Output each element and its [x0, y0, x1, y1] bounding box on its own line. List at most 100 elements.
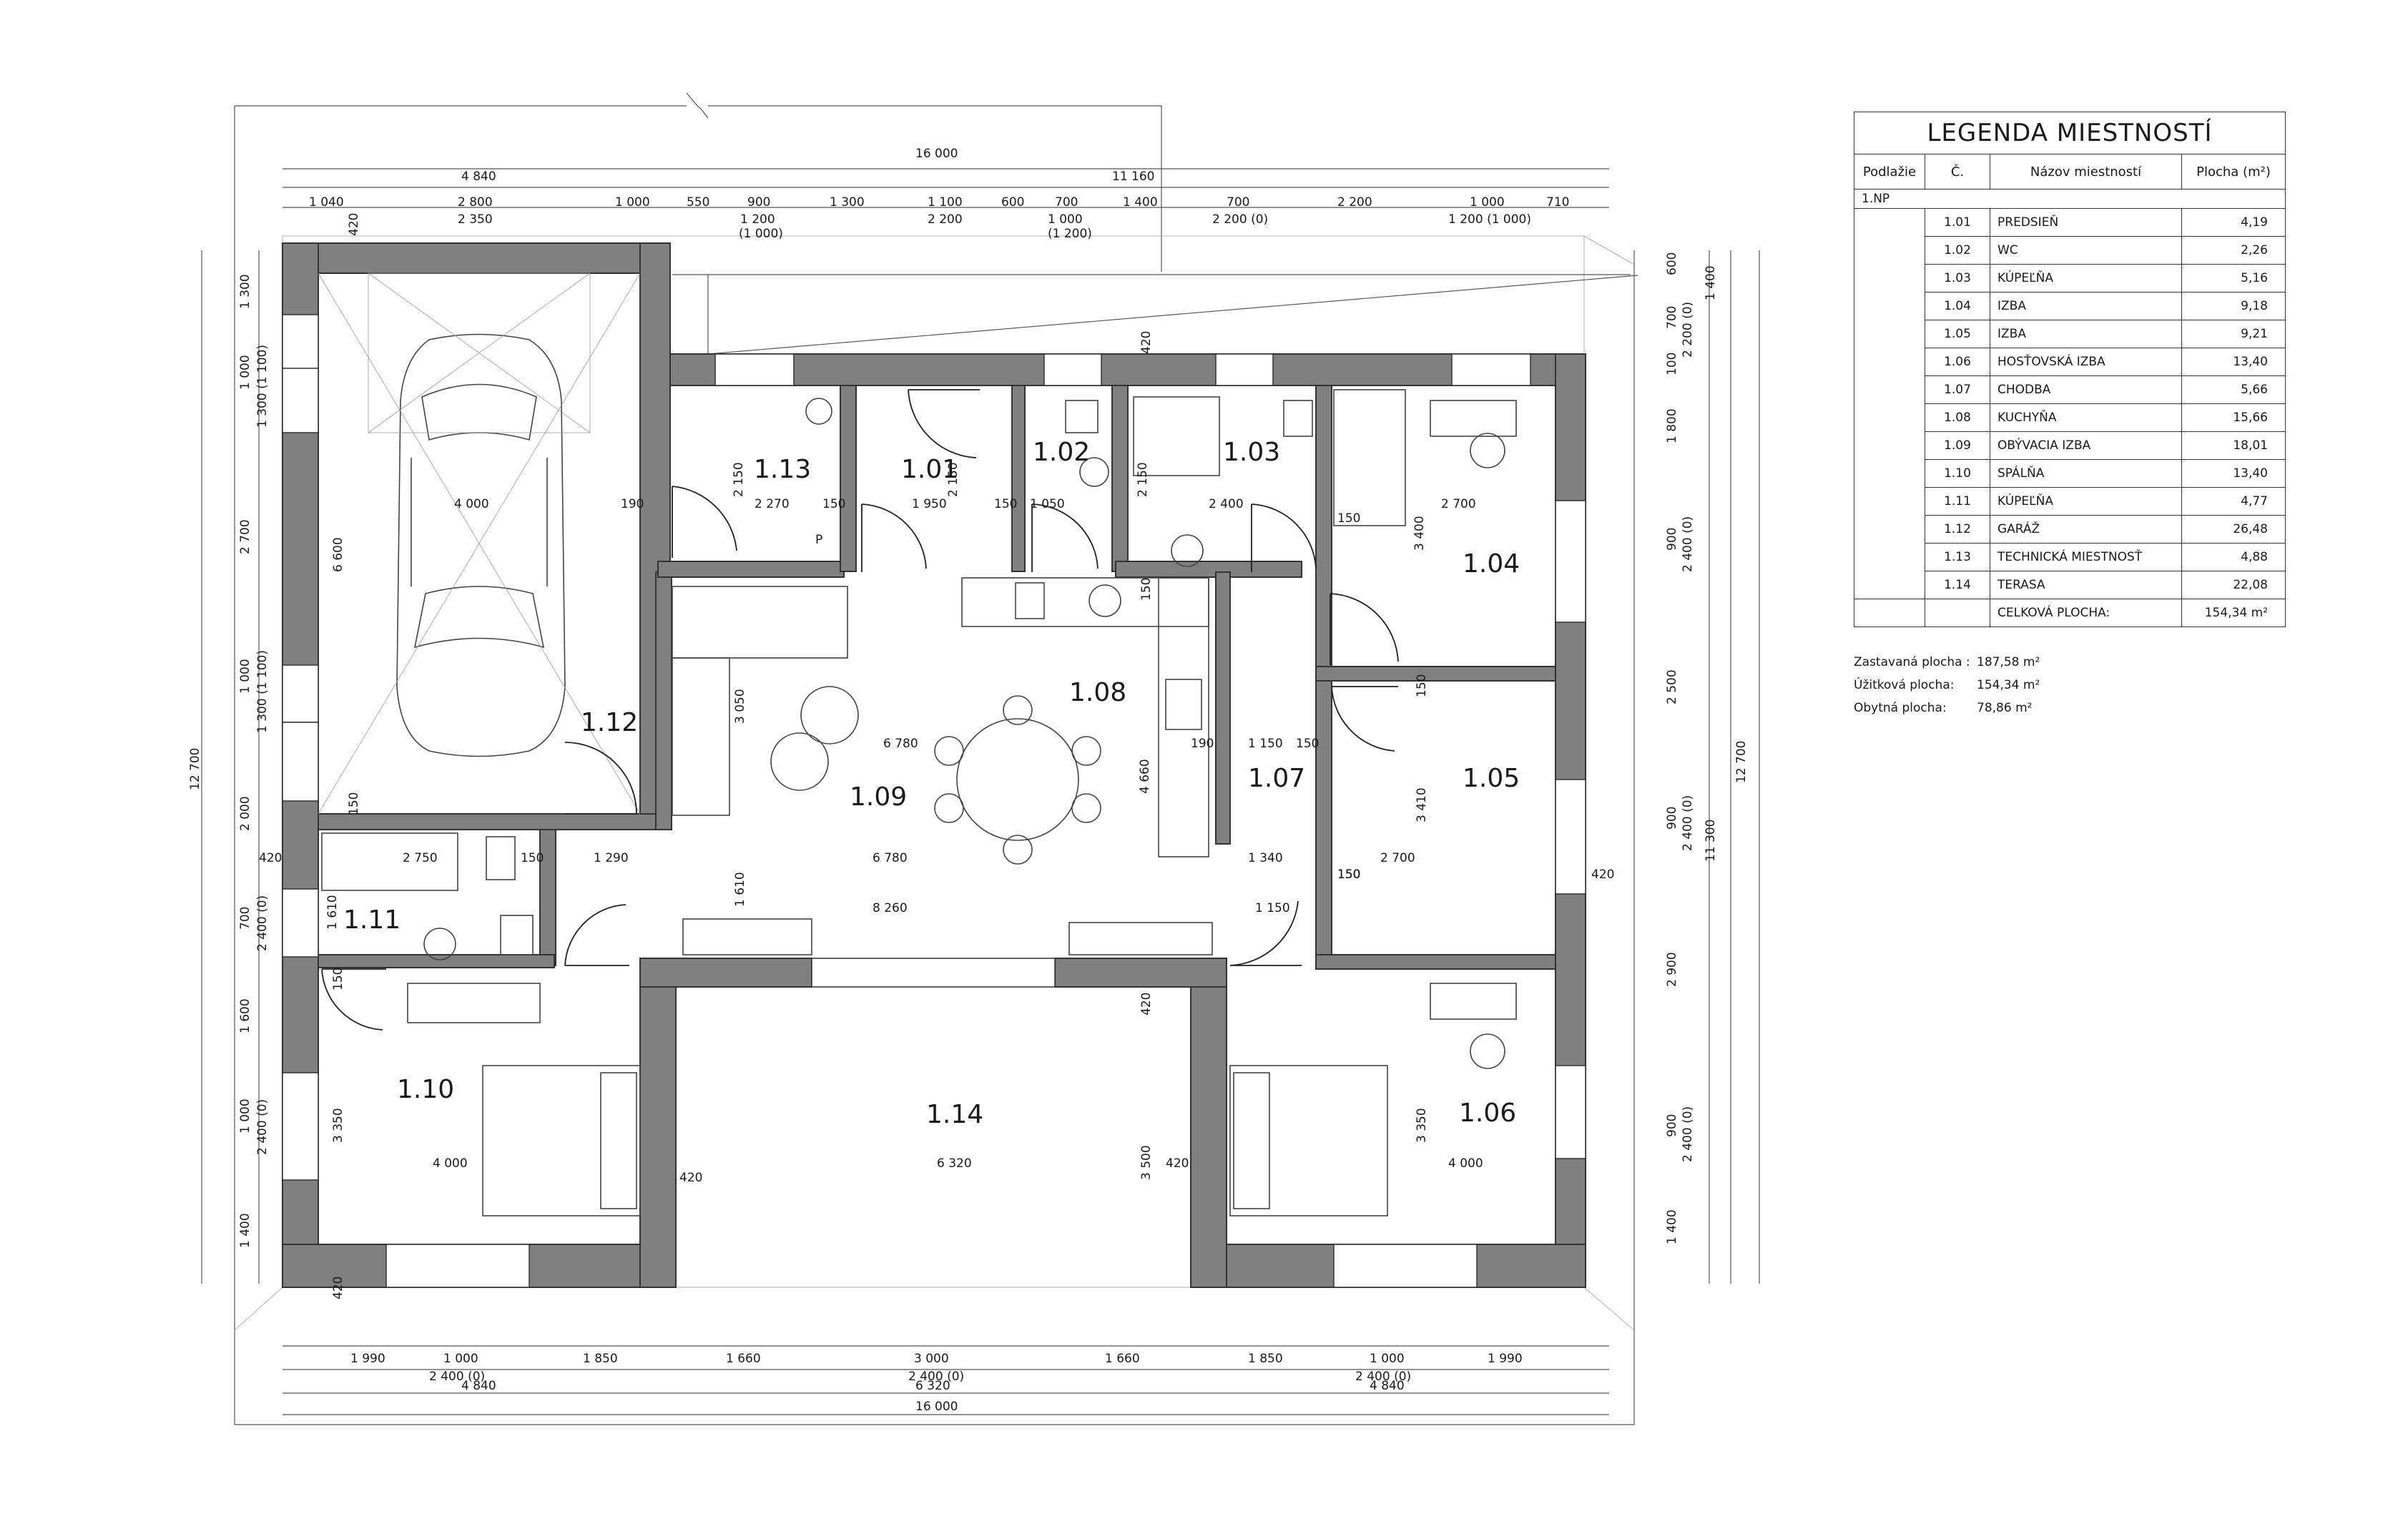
wall-chodba-left: [1215, 571, 1231, 845]
dim-label: 2 270: [755, 497, 790, 511]
legend-floor-cell: [1854, 543, 1925, 571]
car-icon: [396, 333, 566, 757]
stat-value: 187,58 m²: [1977, 655, 2040, 669]
legend-room-number: 1.04: [1925, 292, 1990, 320]
dim-label: 1 000: [443, 1352, 478, 1366]
dim-label: 2 200 (0): [1212, 212, 1268, 227]
legend-floor-cell: [1854, 571, 1925, 599]
dim-label: 710: [1546, 195, 1569, 210]
wall-tech-bottom: [657, 561, 845, 578]
legend-total-area: 154,34 m²: [2181, 599, 2286, 627]
dim-label: 150: [1337, 867, 1360, 882]
dim-label: 150: [994, 497, 1017, 511]
dim-label: 6 320: [937, 1156, 972, 1171]
stat-value: 78,86 m²: [1977, 701, 2033, 715]
legend-floor-cell: [1854, 487, 1925, 516]
legend-floor-cell: [1854, 320, 1925, 348]
dim-label: 2 400 (0): [1681, 795, 1695, 851]
area-stats: Zastavaná plocha : 187,58 m² Úžitková pl…: [1854, 651, 2040, 719]
legend-floor-cell: [1854, 264, 1925, 293]
stat-value: 154,34 m²: [1977, 678, 2040, 692]
stat-row: Úžitková plocha: 154,34 m²: [1854, 674, 2040, 697]
room-label: 1.10: [397, 1075, 454, 1104]
dim-label: 16 000: [915, 1400, 958, 1414]
stat-label: Zastavaná plocha :: [1854, 655, 1970, 669]
dim-label: 900: [1665, 528, 1679, 551]
legend-room-name: IZBA: [1990, 320, 2182, 348]
bottom-dimensions: 1 990 1 000 1 850 1 660 3 000 1 660 1 85…: [350, 1352, 1523, 1414]
dim-label: 420: [259, 851, 282, 865]
coffee-table-icon: [770, 686, 859, 791]
windows: [282, 314, 1586, 1288]
dim-label: 4 000: [454, 497, 489, 511]
legend-room-number: 1.13: [1925, 543, 1990, 571]
dim-label: 700: [1665, 306, 1679, 329]
dim-label: 1 850: [1248, 1352, 1283, 1366]
dim-label: 600: [1001, 195, 1024, 210]
dim-label: 4 000: [1448, 1156, 1483, 1171]
dim-label: 150: [1337, 867, 1360, 882]
dim-label: 3 050: [733, 689, 747, 724]
dim-label: 1 040: [309, 195, 344, 210]
dim-label: 2 400 (0): [429, 1370, 485, 1384]
dim-label: 1 660: [1105, 1352, 1140, 1366]
dim-label: 2 700: [238, 519, 252, 554]
dim-label: 1 850: [583, 1352, 618, 1366]
wall-wc-right: [1111, 385, 1129, 572]
dim-label: 150: [1337, 867, 1360, 882]
wall-bath-right: [539, 829, 556, 966]
legend-room-number: 1.05: [1925, 320, 1990, 348]
dim-label: (1 200): [1048, 227, 1092, 241]
left-dimensions: 1 300 1 000 1 300 (1 100) 2 700 1 000 1 …: [188, 274, 270, 1248]
stat-label: Úžitková plocha:: [1854, 678, 1955, 692]
legend-room-area: 4,19: [2181, 208, 2286, 237]
dim-label: 2 150: [1136, 462, 1150, 497]
room-label: 1.03: [1223, 438, 1280, 467]
dim-label: 11 300: [1704, 820, 1718, 862]
room-label: 1.13: [754, 455, 811, 484]
dim-label: 1 150: [1255, 901, 1290, 915]
legend-room-number: 1.11: [1925, 487, 1990, 516]
dim-label: 1 800: [1665, 408, 1679, 443]
legend-floor-cell: [1854, 403, 1925, 432]
legend-room-area: 2,26: [2181, 236, 2286, 265]
dim-label: 2 700: [1441, 497, 1476, 511]
dim-label: 420: [347, 213, 361, 236]
dim-label: 1 000: [238, 1098, 252, 1134]
legend-floor-cell: [1854, 292, 1925, 320]
legend-room-name: GARÁŽ: [1990, 515, 2182, 544]
dim-label: 600: [1665, 252, 1679, 275]
dim-label: (1 000): [739, 227, 783, 241]
dim-label: 3 410: [1415, 787, 1429, 822]
dim-label: 12 700: [1734, 741, 1749, 783]
legend-floor-cell: [1854, 431, 1925, 460]
dim-label: 1 610: [325, 895, 340, 930]
dim-label: 2 400 (0): [908, 1370, 964, 1384]
legend-header-name: Názov miestností: [1990, 154, 2182, 190]
dim-label: 700: [1055, 195, 1078, 210]
room-legend: LEGENDA MIESTNOSTÍ Podlažie Č. Názov mie…: [1854, 112, 2286, 627]
dim-label: 2 400 (0): [255, 895, 270, 951]
dim-label: 6 600: [331, 537, 345, 572]
dim-label: 900: [1665, 807, 1679, 830]
legend-room-name: PREDSIEŇ: [1990, 208, 2182, 237]
dim-label: 1 340: [1248, 851, 1283, 865]
legend-room-name: CHODBA: [1990, 375, 2182, 404]
dim-label: 4 660: [1138, 759, 1152, 794]
wall-tech-right: [840, 385, 857, 572]
room-label: 1.02: [1033, 438, 1090, 467]
dim-label: 1 200 (1 000): [1448, 212, 1531, 227]
dim-label: 1 400: [1123, 195, 1158, 210]
dim-label: 8 260: [873, 901, 908, 915]
wall-living-left: [655, 571, 672, 830]
legend-room-area: 15,66: [2181, 403, 2286, 432]
legend-total-label: CELKOVÁ PLOCHA:: [1990, 599, 2182, 627]
dim-label: 1 300 (1 100): [255, 345, 270, 428]
dining-table-icon: [934, 695, 1101, 865]
dim-label: 6 780: [873, 851, 908, 865]
